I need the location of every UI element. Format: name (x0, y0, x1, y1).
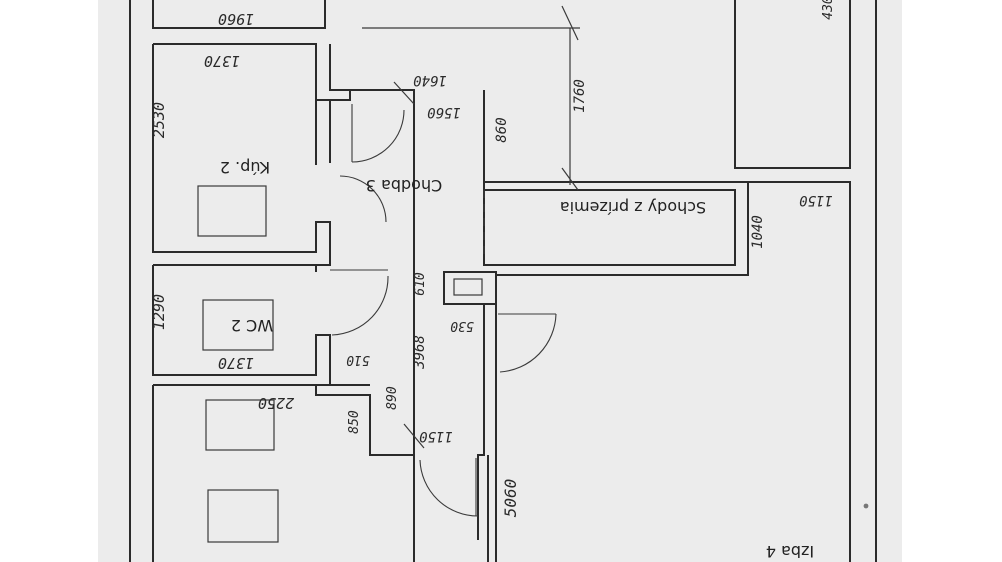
dimension-1150: 1150 (799, 192, 833, 208)
door-bottom-arc (419, 459, 479, 517)
dimension-2250: 2250 (258, 394, 294, 412)
bathroom-2-wall (152, 43, 351, 266)
door-wc-arc (331, 275, 389, 336)
dimension-1760: 1760 (572, 79, 588, 113)
dimension-5060: 5060 (501, 479, 520, 518)
top-right-room-wall (734, 0, 851, 169)
dimension-1370-bottom: 1370 (218, 354, 254, 372)
chimney-inner (453, 278, 483, 296)
bottom-room-fixture-1 (205, 399, 275, 451)
door-bathroom-arc (351, 109, 405, 163)
stairs-wall (484, 189, 736, 266)
dimension-850: 850 (347, 410, 362, 434)
corridor-3-wall-top (350, 89, 415, 455)
dimension-1370-top: 1370 (204, 52, 240, 70)
room-label-wc-2: WC 2 (231, 316, 273, 335)
corridor-3-wall-right (483, 90, 496, 266)
dimension-430: 430 (821, 0, 836, 20)
dimension-1150b: 1150 (419, 428, 453, 444)
dimension-1560: 1560 (427, 104, 461, 120)
dimension-510: 510 (346, 352, 370, 367)
dimension-860: 860 (494, 117, 510, 142)
wc-2-fixture (202, 299, 274, 351)
room-label-room-4: Izba 4 (766, 542, 814, 561)
paper-sheet (98, 0, 902, 562)
dimension-tick-bottom (561, 167, 579, 191)
room-4-dot (863, 503, 869, 509)
dimension-3968: 3968 (412, 335, 428, 370)
bathroom-2-bathtub (197, 185, 267, 237)
dimension-1290: 1290 (150, 294, 168, 330)
dimension-1640: 1640 (413, 72, 447, 88)
dimension-1960: 1960 (218, 10, 254, 28)
room-4-wall (748, 181, 851, 562)
dimension-2530: 2530 (150, 102, 168, 138)
room-label-stairs: Schody z prízemia (560, 198, 706, 217)
dimension-610: 610 (413, 272, 428, 296)
corridor-3-wall-left (329, 90, 351, 163)
door-corridor-arc (339, 175, 387, 223)
dimension-530: 530 (450, 318, 474, 333)
dimension-tick-top (561, 5, 579, 41)
bottom-room-fixture-2 (207, 489, 279, 543)
dimension-tick-corridor (393, 81, 415, 105)
door-room-4-arc (499, 313, 557, 373)
room-label-bathroom-2: Kúp. 2 (220, 158, 270, 177)
dimension-tick-lower (403, 423, 425, 449)
bottom-left-room-wall-right (315, 385, 414, 456)
corridor-lower-wall-right (477, 304, 485, 540)
chimney-outer (443, 271, 497, 305)
room-label-corridor-3: Chodba 3 (366, 176, 442, 195)
top-left-room-wall (152, 0, 326, 29)
dimension-1040: 1040 (750, 215, 766, 249)
dimension-890: 890 (385, 386, 400, 410)
